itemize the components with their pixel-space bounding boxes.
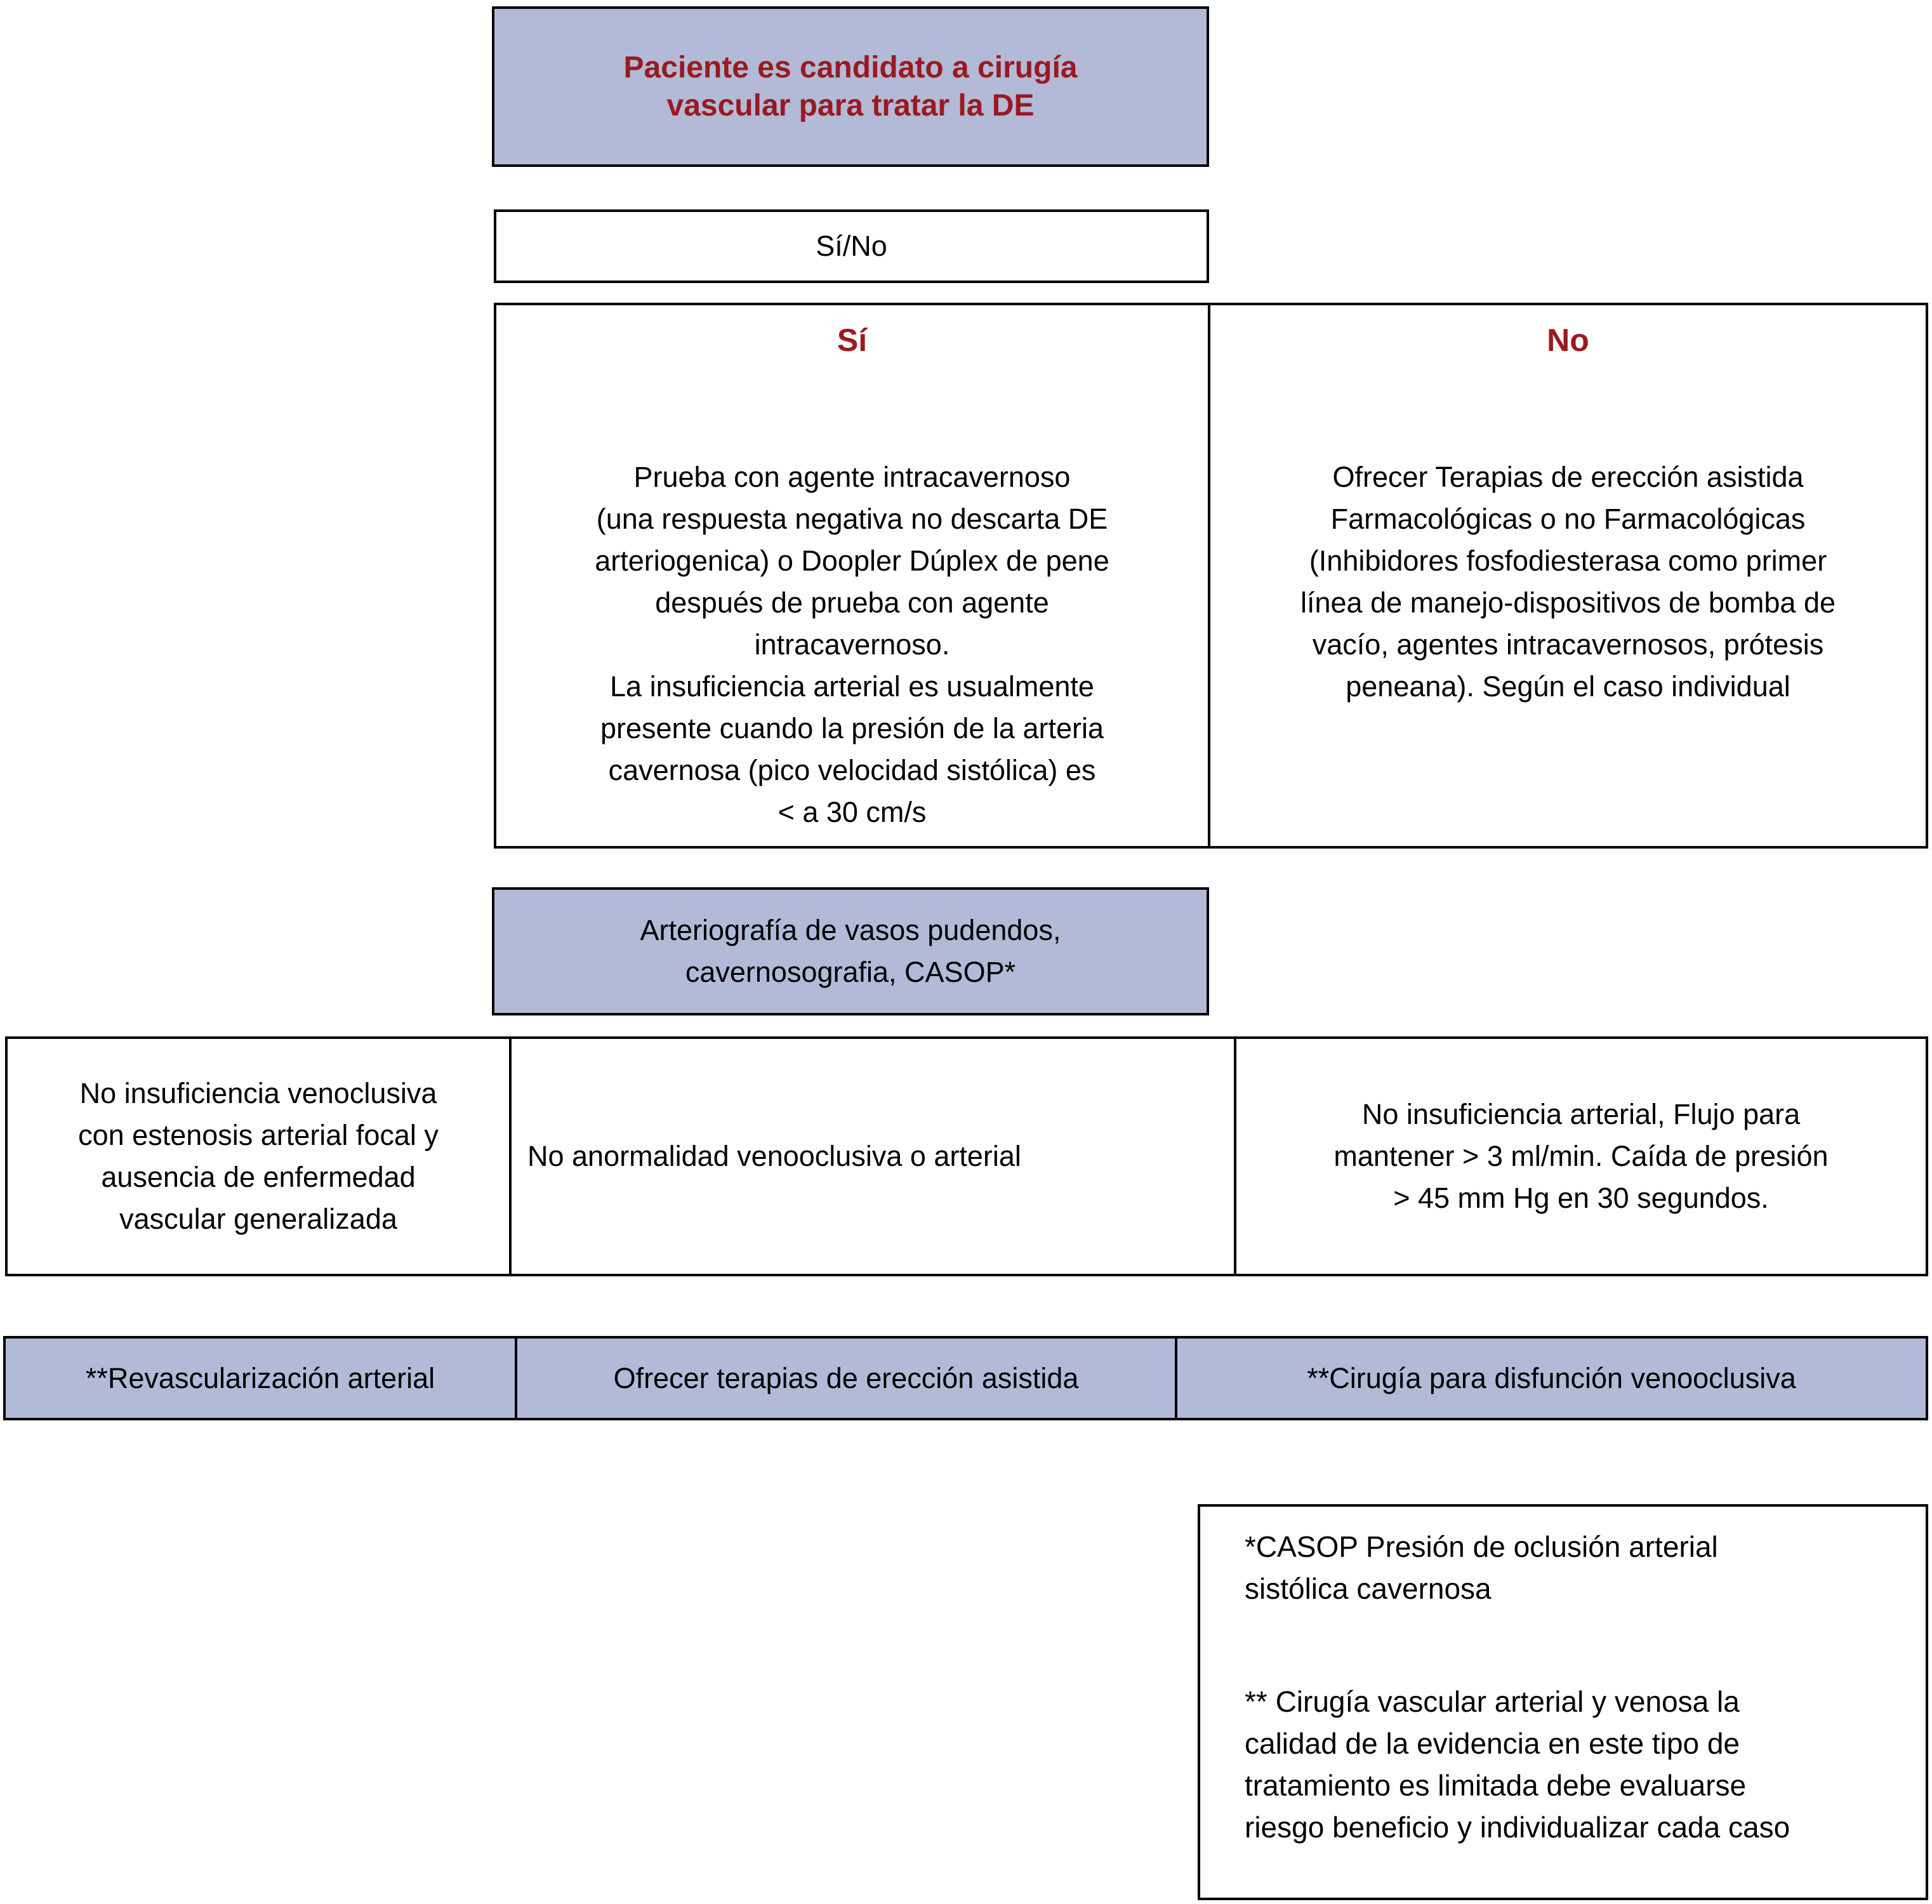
treatment-left-text: **Revascularización arterial bbox=[85, 1361, 435, 1394]
flowchart-title: Paciente es candidato a cirugía vascular… bbox=[623, 50, 1078, 122]
title-box: Paciente es candidato a cirugía vascular… bbox=[492, 6, 1209, 167]
findings-middle-box: No anormalidad venooclusiva o arterial bbox=[509, 1036, 1236, 1276]
treatment-right-text: **Cirugía para disfunción venooclusiva bbox=[1307, 1361, 1796, 1394]
no-column-content: No Ofrecer Terapias de erección asistida… bbox=[1210, 305, 1926, 708]
decision-label: Sí/No bbox=[816, 230, 887, 262]
yes-header: Sí bbox=[837, 322, 868, 358]
surgery-footnote: ** Cirugía vascular arterial y venosa la… bbox=[1245, 1685, 1790, 1844]
yes-body-text: Prueba con agente intracavernoso (una re… bbox=[595, 461, 1109, 828]
treatment-middle-text: Ofrecer terapias de erección asistida bbox=[613, 1361, 1079, 1394]
findings-middle-text: No anormalidad venooclusiva o arterial bbox=[527, 1140, 1021, 1172]
arteriography-box: Arteriografía de vasos pudendos, caverno… bbox=[492, 887, 1209, 1015]
treatment-arterial-revascularization-box: **Revascularización arterial bbox=[3, 1336, 517, 1420]
footnote-box: *CASOP Presión de oclusión arterial sist… bbox=[1198, 1504, 1928, 1900]
treatment-assisted-erection-box: Ofrecer terapias de erección asistida bbox=[515, 1336, 1177, 1420]
yes-column-box: Sí Prueba con agente intracavernoso (una… bbox=[494, 303, 1210, 849]
arteriography-text: Arteriografía de vasos pudendos, caverno… bbox=[640, 914, 1061, 988]
casop-footnote: *CASOP Presión de oclusión arterial sist… bbox=[1245, 1530, 1718, 1605]
findings-left-box: No insuficiencia venoclusiva con estenos… bbox=[5, 1036, 512, 1276]
no-body-text: Ofrecer Terapias de erección asistida Fa… bbox=[1300, 461, 1836, 703]
treatment-venoocclusive-surgery-box: **Cirugía para disfunción venooclusiva bbox=[1175, 1336, 1928, 1420]
decision-si-no-box: Sí/No bbox=[494, 209, 1209, 283]
findings-right-text: No insuficiencia arterial, Flujo para ma… bbox=[1333, 1098, 1829, 1214]
findings-left-text: No insuficiencia venoclusiva con estenos… bbox=[78, 1077, 439, 1235]
no-column-box: No Ofrecer Terapias de erección asistida… bbox=[1208, 303, 1928, 849]
no-header: No bbox=[1547, 322, 1589, 358]
findings-right-box: No insuficiencia arterial, Flujo para ma… bbox=[1234, 1036, 1928, 1276]
yes-column-content: Sí Prueba con agente intracavernoso (una… bbox=[496, 305, 1208, 833]
